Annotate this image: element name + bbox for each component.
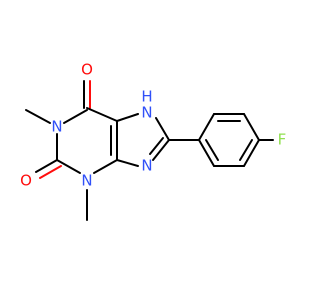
bond-ph-inner-3: [205, 139, 219, 161]
bond-n3-c4: [93, 159, 118, 174]
bond-n7-c8: [155, 117, 170, 141]
atom-n1: N: [51, 118, 62, 136]
bond-n1-me: [25, 109, 51, 124]
bond-c6-n1: [63, 109, 88, 124]
bond-c8-n9: [152, 139, 170, 161]
bond-c5-n7: [116, 113, 139, 122]
atom-n7: N: [141, 104, 152, 122]
bond-n9-c4: [116, 159, 139, 167]
atom-n3: N: [81, 172, 92, 190]
atom-o-top: O: [81, 61, 93, 79]
bond-ph-6: [198, 139, 215, 167]
atom-o-left: O: [20, 172, 32, 190]
bond-c2-n3: [56, 159, 81, 174]
bond-c2-o: [35, 159, 58, 173]
bond-ph-inner-2: [239, 139, 253, 161]
atom-f: F: [278, 131, 287, 149]
molecule-structure: O N O N H N N F: [20, 61, 286, 221]
atom-h-n7: H: [141, 88, 152, 106]
bond-ph-3: [243, 113, 260, 141]
bond-c8-n9-inner: [149, 137, 164, 155]
bond-ph-4: [243, 139, 260, 167]
bond-c2-o-double: [39, 165, 62, 179]
bonds: [25, 80, 274, 221]
bond-ph-1: [198, 113, 215, 141]
atom-n9: N: [141, 157, 152, 175]
atom-labels: O N O N H N N F: [20, 61, 286, 190]
bond-c5-c6: [86, 107, 118, 122]
